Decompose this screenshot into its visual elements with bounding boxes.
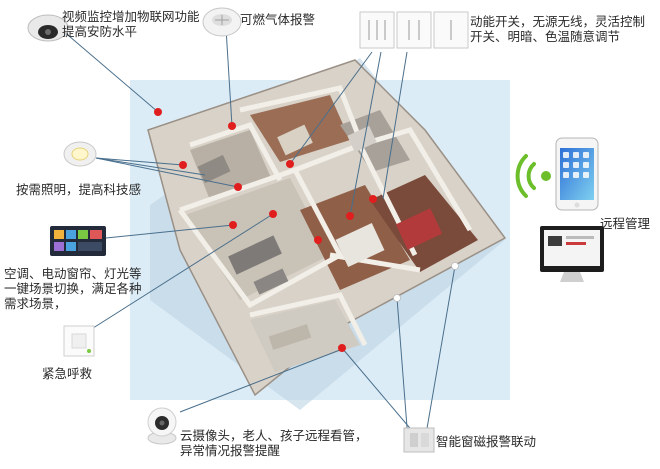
downlight-icon [63, 141, 97, 167]
dot-switch-3 [369, 195, 377, 203]
dot-switch-1 [286, 160, 294, 168]
dot-emergency [269, 210, 277, 218]
scene-line-2: 一键场景切换，满足各种 [4, 281, 142, 296]
scene-panel-icon [50, 226, 106, 256]
lighting-label: 按需照明，提高科技感 [16, 182, 142, 197]
switch-line-1: 动能开关，无源无线，灵活控制 [470, 14, 646, 29]
surveillance-label: 视频监控增加物联网功能 提高安防水平 [62, 9, 200, 39]
dot-surveillance [154, 108, 162, 116]
wall-switches-icon [359, 11, 469, 49]
dot-bed [338, 344, 346, 352]
wifi-signal-icon [515, 154, 551, 198]
dot-light-1 [179, 161, 187, 169]
scene-line-1: 空调、电动窗帘、灯光等 [4, 266, 142, 281]
dome-camera-icon [27, 14, 69, 42]
gas-alarm-label: 可燃气体报警 [240, 12, 316, 27]
connector-lines [61, 27, 456, 441]
smartphone-icon [555, 137, 599, 211]
camera-line-2: 异常情况报警提醒 [180, 443, 281, 458]
scene-label: 空调、电动窗帘、灯光等 一键场景切换，满足各种 需求场景， [4, 266, 142, 311]
window-sensor-icon [403, 427, 435, 453]
camera-line-1: 云摄像头，老人、孩子远程看管， [180, 428, 368, 443]
sensor-dots [154, 108, 377, 352]
window-alarm-label: 智能窗磁报警联动 [436, 434, 537, 449]
remote-label: 远程管理 [600, 216, 651, 231]
dot-living [314, 236, 322, 244]
camera-label: 云摄像头，老人、孩子远程看管， 异常情况报警提醒 [180, 428, 368, 458]
surveillance-line-2: 提高安防水平 [62, 24, 138, 39]
dot-light-2 [234, 183, 242, 191]
emergency-button-icon [63, 325, 95, 357]
dot-switch-2 [346, 212, 354, 220]
window-sensor-dots [393, 262, 459, 302]
scene-line-3: 需求场景， [4, 296, 67, 311]
switch-label: 动能开关，无源无线，灵活控制 开关、明暗、色温随意调节 [470, 14, 645, 44]
switch-line-2: 开关、明暗、色温随意调节 [470, 29, 621, 44]
surveillance-line-1: 视频监控增加物联网功能 [62, 9, 200, 24]
monitor-icon [540, 226, 604, 282]
cloud-camera-icon [147, 407, 177, 445]
emergency-label: 紧急呼救 [42, 366, 93, 381]
dot-gas [228, 122, 236, 130]
dot-scene [229, 221, 237, 229]
gas-detector-icon [202, 7, 242, 37]
floorplan-3d [147, 58, 507, 410]
